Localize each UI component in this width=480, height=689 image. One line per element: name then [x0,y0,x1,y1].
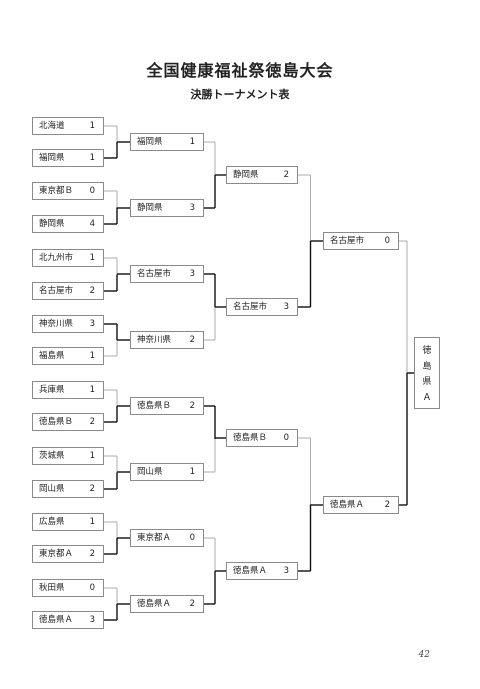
team-score: 1 [189,466,195,477]
team-box: 東京都Ａ 2 [32,545,104,563]
team-box: 東京都Ａ 0 [130,529,204,547]
champion-box: 徳 島 県 Ａ [414,337,440,409]
team-score: 3 [89,318,95,329]
team-box: 静岡県 3 [130,199,204,217]
team-box: 岡山県 1 [130,463,204,481]
team-name: 神奈川県 [39,318,74,329]
team-name: 茨城県 [39,450,65,461]
team-name: 兵庫県 [39,384,65,395]
team-name: 徳島県Ａ [233,565,268,576]
team-name: 名古屋市 [233,301,268,312]
team-box: 神奈川県 3 [32,315,104,333]
team-name: 静岡県 [39,218,65,229]
team-name: 岡山県 [137,466,163,477]
team-box: 神奈川県 2 [130,331,204,349]
team-name: 静岡県 [233,169,259,180]
team-score: 0 [283,432,289,443]
team-box: 福岡県 1 [32,149,104,167]
team-box: 名古屋市 2 [32,282,104,300]
team-name: 名古屋市 [39,285,74,296]
team-score: 2 [384,499,390,510]
team-score: 1 [89,152,95,163]
team-box: 秋田県 0 [32,579,104,597]
team-box: 静岡県 4 [32,215,104,233]
team-name: 徳島県Ａ [330,499,365,510]
team-score: 1 [89,450,95,461]
team-box: 徳島県Ａ 2 [130,595,204,613]
champion-char: 島 [422,361,432,372]
team-score: 3 [283,301,289,312]
team-score: 2 [89,285,95,296]
team-score: 3 [89,614,95,625]
team-name: 名古屋市 [137,268,172,279]
team-name: 東京都Ａ [39,548,74,559]
team-box: 茨城県 1 [32,447,104,465]
team-name: 東京都Ｂ [39,185,74,196]
team-name: 神奈川県 [137,334,172,345]
team-box: 徳島県Ｂ 0 [226,429,298,447]
team-score: 2 [89,483,95,494]
team-score: 0 [89,582,95,593]
team-name: 徳島県Ａ [137,598,172,609]
team-score: 2 [189,598,195,609]
team-score: 3 [189,268,195,279]
team-score: 0 [384,235,390,246]
team-score: 3 [283,565,289,576]
team-box: 兵庫県 1 [32,381,104,399]
team-name: 岡山県 [39,483,65,494]
team-box: 北九州市 1 [32,249,104,267]
team-name: 徳島県Ａ [39,614,74,625]
team-score: 3 [189,202,195,213]
team-name: 広島県 [39,516,65,527]
team-name: 静岡県 [137,202,163,213]
team-name: 徳島県Ｂ [137,400,172,411]
team-score: 4 [89,218,95,229]
team-box: 東京都Ｂ 0 [32,182,104,200]
team-box: 徳島県Ａ 3 [226,562,298,580]
team-box: 徳島県Ｂ 2 [32,413,104,431]
team-score: 2 [189,334,195,345]
team-name: 徳島県Ｂ [233,432,268,443]
team-box: 徳島県Ａ 3 [32,611,104,629]
team-name: 徳島県Ｂ [39,416,74,427]
team-box: 広島県 1 [32,513,104,531]
team-box: 名古屋市 0 [323,232,399,250]
team-name: 北海道 [39,120,65,131]
team-score: 1 [89,252,95,263]
team-score: 2 [89,416,95,427]
team-name: 名古屋市 [330,235,365,246]
champion-char: Ａ [422,392,432,403]
team-score: 0 [189,532,195,543]
team-box: 福島県 1 [32,347,104,365]
team-score: 1 [189,136,195,147]
team-name: 福岡県 [39,152,65,163]
team-score: 2 [189,400,195,411]
team-score: 1 [89,350,95,361]
team-box: 徳島県Ａ 2 [323,496,399,514]
team-name: 福岡県 [137,136,163,147]
page-number: 42 [418,650,430,660]
team-score: 2 [89,548,95,559]
team-score: 2 [283,169,289,180]
team-name: 北九州市 [39,252,74,263]
team-name: 東京都Ａ [137,532,172,543]
team-box: 名古屋市 3 [130,265,204,283]
champion-char: 県 [422,377,432,388]
team-score: 1 [89,516,95,527]
team-box: 北海道 1 [32,117,104,135]
champion-char: 徳 [422,346,432,357]
team-score: 0 [89,185,95,196]
page-title: 全国健康福祉祭徳島大会 [146,61,334,80]
team-box: 福岡県 1 [130,133,204,151]
team-score: 1 [89,120,95,131]
team-name: 秋田県 [39,582,65,593]
team-name: 福島県 [39,350,65,361]
team-box: 岡山県 2 [32,480,104,498]
team-box: 徳島県Ｂ 2 [130,397,204,415]
team-box: 静岡県 2 [226,166,298,184]
team-box: 名古屋市 3 [226,298,298,316]
team-score: 1 [89,384,95,395]
page-subtitle: 決勝トーナメント表 [190,88,290,101]
